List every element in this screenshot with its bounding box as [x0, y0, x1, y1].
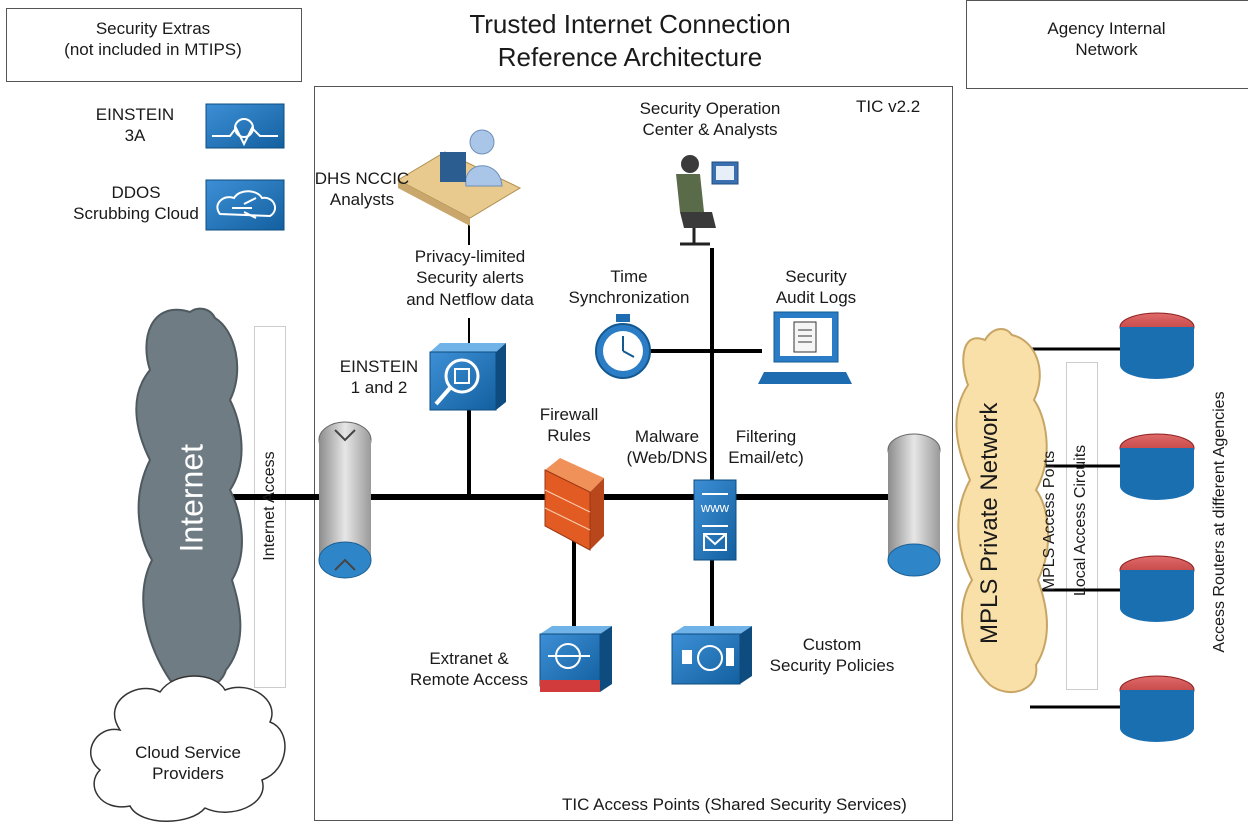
tic-access-point-boundary — [314, 86, 953, 821]
malware-label: Malware(Web/DNS — [626, 427, 708, 468]
mpls-private-network-cloud-icon — [955, 328, 1050, 694]
security-extras-box — [6, 8, 302, 82]
time-sync-stopwatch-icon — [595, 314, 651, 379]
internet-cloud-icon — [135, 307, 243, 692]
email-web-gateway-icon — [693, 479, 737, 561]
agency-internal-network-box — [966, 0, 1248, 89]
mpls-edge-router-icon — [887, 433, 941, 577]
audit-log-computer-icon — [758, 311, 852, 384]
extranet-vpn-icon — [539, 626, 612, 692]
firewall-icon — [544, 458, 604, 551]
access-router-icon — [1119, 555, 1195, 622]
access-routers-label: Access Routers at different Agencies — [1211, 391, 1228, 653]
einstein-3a-icon — [205, 103, 285, 149]
local-access-bar — [1066, 362, 1098, 690]
access-router-icon — [1119, 675, 1195, 742]
ddos-scrubbing-icon — [205, 179, 285, 231]
local-access-circuits-label: Local Access Circuits — [1072, 444, 1089, 596]
security-extras-label: Security Extras(not included in MTIPS) — [64, 19, 242, 60]
soc-operator-icon — [676, 155, 739, 246]
cloud-service-providers-icon — [90, 675, 286, 822]
extranet-label: Extranet &Remote Access — [409, 649, 529, 690]
dhs-analyst-icon — [396, 129, 522, 226]
internet-access-label: Internet Access — [261, 451, 278, 561]
einstein-1-2-icon — [429, 343, 506, 411]
mpls-private-network-label: MPLS Private Network — [976, 402, 1003, 644]
internet-access-bar — [254, 326, 286, 688]
access-router-icon — [1119, 433, 1195, 500]
tic-access-points-label: TIC Access Points (Shared Security Servi… — [562, 795, 907, 814]
mpls-access-ports-label: MPLS Access Ports — [1041, 450, 1058, 592]
security-policy-manager-icon — [671, 626, 752, 685]
internet-edge-router-icon — [318, 421, 372, 579]
access-router-icon — [1119, 312, 1195, 379]
www-label: www — [700, 500, 730, 515]
internet-label: Internet — [173, 443, 210, 553]
tic-version-label: TIC v2.2 — [856, 97, 921, 116]
